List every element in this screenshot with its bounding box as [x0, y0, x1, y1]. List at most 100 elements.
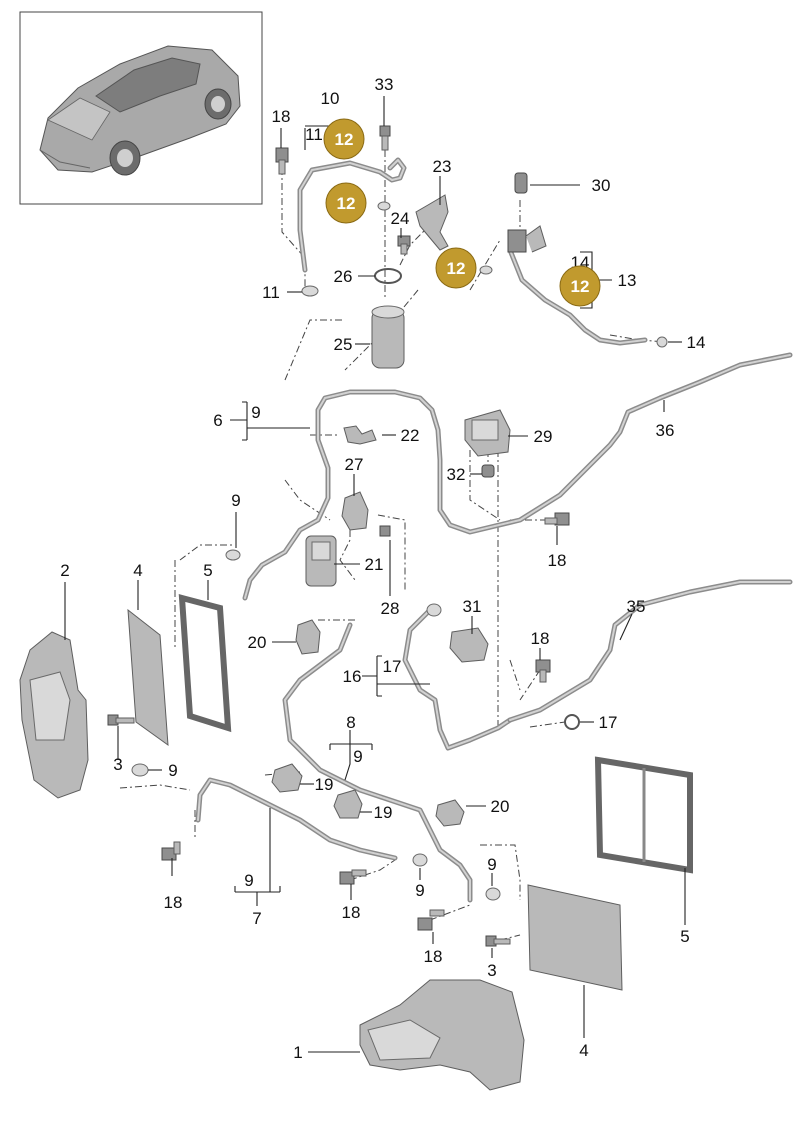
vehicle-overview-inset [19, 11, 263, 205]
sensor-30 [514, 172, 528, 194]
callout-10: 10 [321, 89, 340, 108]
ac-line-35 [507, 579, 793, 723]
badge-12-a: 12 [323, 118, 365, 160]
callout-33: 33 [375, 75, 394, 94]
callout-11-lower: 11 [262, 283, 280, 302]
callout-9-mid: 9 [231, 491, 240, 510]
callout-2: 2 [60, 561, 69, 580]
condenser-4-right [527, 884, 623, 991]
o-ring-26 [374, 268, 402, 284]
ac-line-13 [507, 225, 648, 346]
receiver-dryer-25 [371, 305, 405, 369]
ac-line-9-middle [242, 352, 793, 601]
ac-line-8 [282, 622, 473, 903]
callout-18-low-c: 18 [424, 947, 443, 966]
callout-13: 13 [618, 271, 637, 290]
callout-18-low-a: 18 [164, 893, 183, 912]
badges: 12 12 12 12 [323, 118, 601, 307]
callout-9-left: 9 [168, 761, 177, 780]
callout-17-right: 17 [599, 713, 618, 732]
leader-lines [64, 96, 686, 1053]
callout-4: 4 [133, 561, 142, 580]
o-ring-12-b [479, 265, 493, 275]
callout-18-right: 18 [531, 629, 550, 648]
bracket-27 [341, 491, 369, 531]
clamp-19-a [271, 763, 303, 793]
air-duct-1 [359, 979, 525, 1091]
callout-18: 18 [272, 107, 291, 126]
callout-3: 3 [113, 755, 122, 774]
bolt-33 [379, 125, 391, 151]
o-ring-9-left [131, 763, 149, 777]
screw-28 [379, 525, 391, 537]
holder-31 [449, 627, 489, 663]
bracket-23 [415, 194, 449, 251]
callout-14-right: 14 [687, 333, 706, 352]
o-ring-17 [564, 714, 580, 730]
callout-9-7: 9 [244, 871, 253, 890]
callout-4-right: 4 [579, 1041, 588, 1060]
bolt-18-low-c [417, 909, 445, 931]
callout-25: 25 [334, 335, 353, 354]
callout-30: 30 [592, 176, 611, 195]
ac-line-17 [402, 603, 513, 751]
callout-26: 26 [334, 267, 353, 286]
callout-16: 16 [343, 667, 362, 686]
o-ring-14 [656, 336, 668, 348]
badge-12-d-text: 12 [571, 277, 590, 296]
callout-9-8: 9 [353, 747, 362, 766]
bolt-18-low-a [161, 841, 181, 861]
ac-line-7 [195, 777, 398, 861]
callout-6: 6 [213, 411, 222, 430]
callout-35: 35 [627, 597, 646, 616]
callout-5-right: 5 [680, 927, 689, 946]
callout-8: 8 [346, 713, 355, 732]
frame-5-left [178, 594, 232, 733]
bolt-3-left [107, 714, 135, 726]
callout-1: 1 [293, 1043, 302, 1062]
callout-23: 23 [433, 157, 452, 176]
callout-9-low-b: 9 [487, 855, 496, 874]
bolt-18-top [275, 147, 289, 175]
callout-7: 7 [252, 909, 261, 928]
screw-24 [397, 235, 411, 255]
bolt-3-right [485, 935, 511, 947]
o-ring-11 [301, 285, 319, 297]
callout-19: 19 [315, 775, 334, 794]
callout-27: 27 [345, 455, 364, 474]
callout-18-low-b: 18 [342, 903, 361, 922]
condenser-4-left [127, 608, 169, 747]
badge-12-d: 12 [559, 265, 601, 307]
callout-28: 28 [381, 599, 400, 618]
frame-5-right [594, 756, 693, 874]
callout-labels: 33 10 18 11 23 30 24 26 11 14 13 25 14 6… [60, 75, 705, 1062]
callout-32: 32 [447, 465, 466, 484]
line-13-fitting [507, 229, 527, 253]
callout-20-low: 20 [491, 797, 510, 816]
bolt-18-low-b [339, 869, 367, 885]
bolt-18-right [535, 659, 551, 683]
callout-19-b: 19 [374, 803, 393, 822]
car-illustration [39, 45, 241, 176]
callout-24: 24 [391, 209, 410, 228]
air-duct-2 [19, 631, 89, 799]
callout-29: 29 [534, 427, 553, 446]
ac-line-10 [297, 157, 407, 273]
callout-9: 9 [251, 403, 260, 422]
o-ring-9-mid [225, 549, 241, 561]
callout-22: 22 [401, 426, 420, 445]
screw-32 [481, 464, 495, 478]
callout-18-mid: 18 [548, 551, 567, 570]
callout-31: 31 [463, 597, 482, 616]
bolt-18-mid [544, 512, 570, 526]
clamp-20-mid [295, 619, 321, 655]
callout-11: 11 [305, 125, 323, 144]
callout-21: 21 [365, 555, 384, 574]
clamp-19-b [333, 789, 363, 819]
badge-12-a-text: 12 [335, 130, 354, 149]
o-ring-9-low-b [485, 887, 501, 901]
line-13-bracket [525, 225, 547, 253]
callout-9-low-a: 9 [415, 881, 424, 900]
callout-20: 20 [248, 633, 267, 652]
